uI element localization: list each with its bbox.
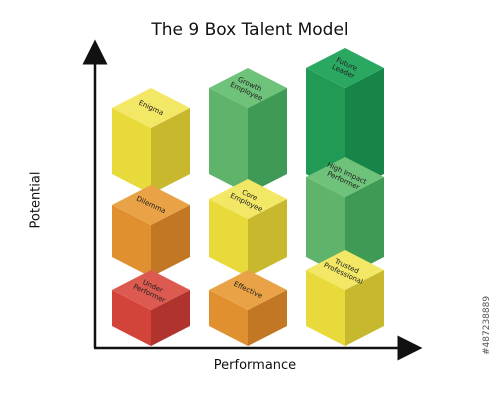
box-top-face: [306, 250, 384, 290]
box-right-face: [151, 205, 190, 277]
box-top-face: [112, 185, 190, 225]
box-dilemma: Dilemma: [112, 185, 190, 277]
box-left-face: [306, 270, 345, 346]
x-axis-label: Performance: [213, 358, 297, 373]
box-top-face: [209, 270, 287, 310]
box-top-face: [209, 179, 287, 219]
box-top-face: [112, 270, 190, 310]
box-right-face: [248, 88, 287, 194]
box-left-face: [209, 290, 248, 346]
box-right-face: [151, 108, 190, 194]
box-top-face: [306, 157, 384, 197]
box-right-face: [151, 290, 190, 346]
box-high-impact-performer: High ImpactPerformer: [306, 157, 384, 277]
box-left-face: [112, 205, 151, 277]
box-growth-employee: GrowthEmployee: [209, 68, 287, 194]
box-trusted-professional: TrustedProfessional: [306, 250, 384, 346]
box-core-employee: CoreEmployee: [209, 179, 287, 277]
box-under-performer: UnderPerformer: [112, 270, 190, 346]
box-effective: Effective: [209, 270, 287, 346]
box-right-face: [345, 270, 384, 346]
box-left-face: [112, 108, 151, 194]
watermark-id: #487238889: [482, 295, 492, 355]
box-left-face: [112, 290, 151, 346]
box-right-face: [248, 290, 287, 346]
y-axis-label: Potential: [28, 171, 44, 229]
page-title: The 9 Box Talent Model: [151, 20, 349, 40]
box-top-face: [112, 88, 190, 128]
box-right-face: [345, 177, 384, 277]
box-top-face: [209, 68, 287, 108]
box-right-face: [248, 199, 287, 277]
box-top-face: [306, 48, 384, 88]
box-left-face: [209, 199, 248, 277]
box-enigma: Enigma: [112, 88, 190, 194]
box-left-face: [306, 177, 345, 277]
box-left-face: [209, 88, 248, 194]
